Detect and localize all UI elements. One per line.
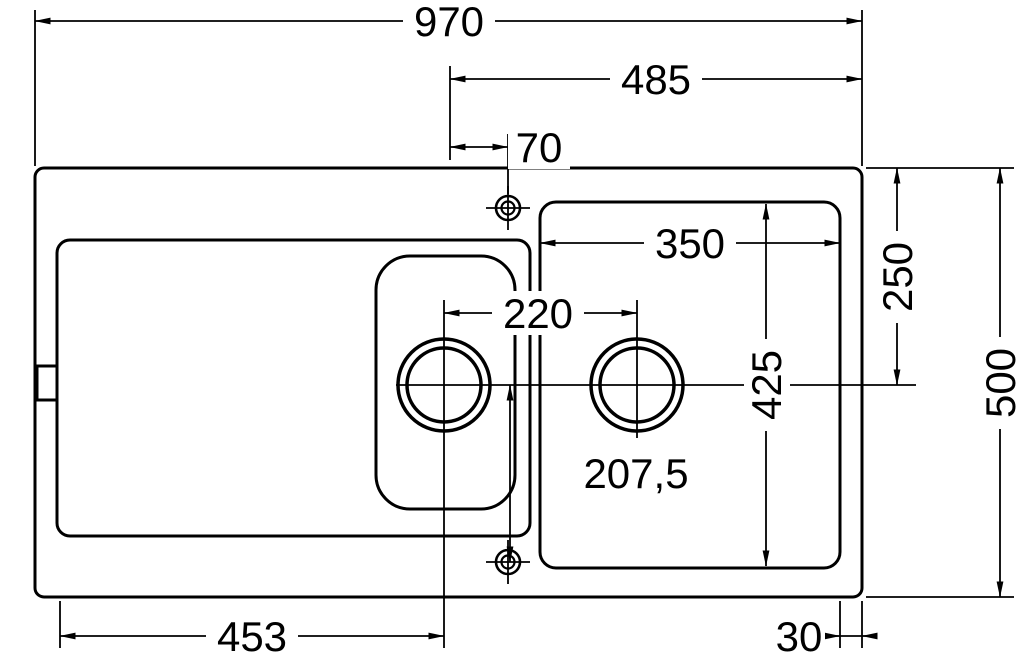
- dim-label-350: 350: [655, 220, 725, 267]
- dim-label-207-5-halo: [572, 451, 700, 495]
- dim-label-425: 425: [743, 350, 790, 420]
- dim-label-425-halo: [744, 339, 788, 431]
- dim-label-425-group: 425: [743, 339, 790, 431]
- dim-label-70-halo: [508, 125, 570, 169]
- right-drain-outer-circle: [589, 337, 685, 433]
- right-drain-inner-circle: [598, 346, 676, 424]
- dim-label-350-group: 350: [644, 220, 736, 267]
- left-drain-outer-circle: [396, 337, 492, 433]
- dim-label-350-halo: [644, 221, 736, 265]
- dim-label-220: 220: [503, 290, 573, 337]
- drainer-outline: [55, 238, 532, 538]
- dim-label-485-group: 485: [610, 56, 702, 103]
- dim-label-70-group: 70: [508, 124, 570, 171]
- dim-label-220-halo: [492, 291, 584, 335]
- dim-label-207-5-group: 207,5: [572, 450, 700, 497]
- sink-outline: [33, 166, 864, 599]
- dim-label-500: 500: [977, 348, 1024, 418]
- dim-label-70: 70: [516, 124, 563, 171]
- dim-label-970: 970: [414, 0, 484, 45]
- small-bowl-outline: [374, 254, 517, 511]
- bottom-tap-hole: [486, 540, 530, 584]
- left-drain-inner-circle: [405, 346, 483, 424]
- dim-label-485-halo: [610, 57, 702, 101]
- dim-label-453-group: 453: [206, 613, 298, 660]
- dim-label-250-group: 250: [874, 231, 921, 323]
- dim-label-30: 30: [776, 613, 823, 660]
- dim-label-30-halo: [771, 614, 825, 658]
- dim-label-500-halo: [978, 337, 1022, 429]
- dim-label-970-halo: [403, 0, 495, 43]
- dim-label-970-group: 970: [403, 0, 495, 45]
- dim-label-485: 485: [621, 56, 691, 103]
- dim-label-453-halo: [206, 614, 298, 658]
- dim-label-220-group: 220: [492, 290, 584, 337]
- dim-label-30-group: 30: [771, 613, 825, 660]
- dimension-labels: 970 485 70 350 220 250 500 425: [206, 0, 1024, 660]
- main-bowl-outline: [538, 200, 842, 570]
- dim-label-250: 250: [874, 242, 921, 312]
- extension-lines: [34, 10, 1014, 648]
- dim-label-250-halo: [875, 231, 919, 323]
- sink-geometry: [33, 166, 864, 599]
- dim-label-500-group: 500: [977, 337, 1024, 429]
- dim-label-453: 453: [217, 613, 287, 660]
- dim-label-207-5: 207,5: [583, 450, 688, 497]
- top-tap-hole: [486, 186, 530, 230]
- overflow-notch: [35, 364, 59, 402]
